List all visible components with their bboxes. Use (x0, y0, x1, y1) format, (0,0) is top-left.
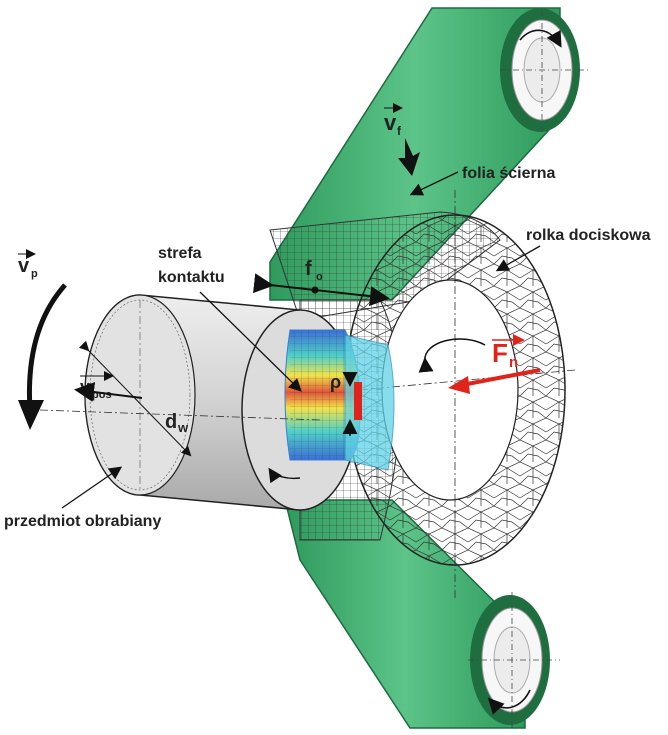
pressure-roller-hub (381, 279, 519, 501)
workpiece-label: przedmiot obrabiany (4, 466, 161, 530)
svg-text:folia ścierna: folia ścierna (462, 165, 555, 182)
svg-text:v: v (384, 110, 397, 135)
workpiece-rotation-arrow (268, 467, 301, 484)
svg-text:strefa: strefa (158, 245, 202, 262)
svg-text:pos: pos (92, 389, 112, 401)
svg-text:v: v (18, 255, 30, 277)
svg-text:v: v (80, 377, 90, 397)
diameter-label: d (165, 411, 177, 433)
film-velocity-vector: v f (384, 103, 420, 176)
upper-guide-roller (500, 8, 590, 132)
oscillation-velocity-vector: v pos (74, 371, 143, 402)
svg-text:n: n (509, 354, 518, 371)
svg-text:o: o (316, 271, 323, 283)
contact-zone-outline (344, 334, 395, 471)
abrasive-film-label: folia ścierna (409, 165, 555, 196)
svg-text:kontaktu: kontaktu (158, 269, 225, 286)
normal-force-vector: F n (448, 334, 541, 394)
lower-roller-rotation-arrow (487, 689, 531, 715)
contact-radius: ρ (330, 372, 358, 436)
svg-text:rolka dociskowa: rolka dociskowa (526, 227, 651, 244)
svg-text:F: F (492, 338, 508, 368)
contact-patch (354, 382, 362, 420)
svg-text:p: p (31, 268, 38, 280)
lower-guide-roller (468, 592, 560, 730)
svg-text:f: f (397, 124, 402, 138)
svg-text:ρ: ρ (330, 372, 341, 392)
svg-text:przedmiot obrabiany: przedmiot obrabiany (4, 513, 161, 530)
pressure-roller-rotation-arrow (418, 338, 486, 373)
svg-text:f: f (305, 258, 312, 280)
workpiece-velocity-vector: v p (18, 249, 67, 430)
workpiece-cylinder (39, 294, 395, 511)
contact-zone-label: strefa kontaktu (158, 245, 302, 392)
diameter-subscript: w (177, 420, 189, 435)
pressure-roller-label: rolka dociskowa (495, 227, 651, 272)
diameter-dimension (78, 340, 192, 457)
upper-roller-rotation-arrow (519, 29, 562, 48)
oscillation-amplitude: f o (252, 258, 390, 307)
